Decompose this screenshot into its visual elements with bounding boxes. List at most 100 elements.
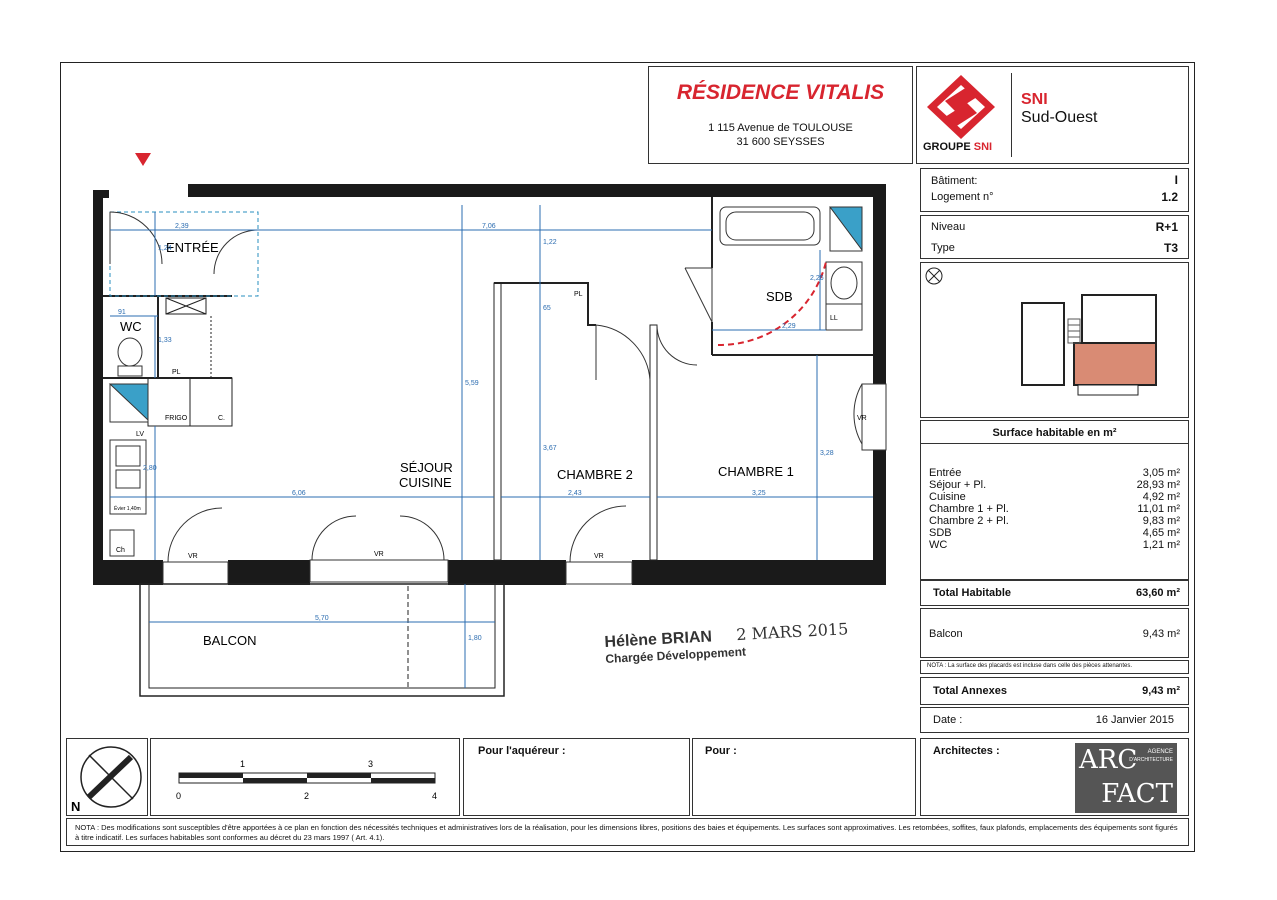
label-vr-1: VR [188, 553, 198, 560]
logement-label: Logement n° [931, 191, 994, 203]
dim-label: 65 [543, 305, 551, 312]
date-value: 16 Janvier 2015 [1095, 714, 1174, 726]
outer-walls [93, 184, 886, 585]
dim-label: 5,70 [315, 615, 329, 622]
surface-value: 3,05 m² [1142, 467, 1180, 479]
annexes-value: 9,43 m² [1142, 685, 1180, 697]
logo-divider [1011, 73, 1012, 157]
label-c: C. [218, 415, 225, 422]
dim-label: 2,39 [175, 223, 189, 230]
surface-nota-box: NOTA : La surface des placards est inclu… [920, 660, 1189, 674]
surface-value: 4,92 m² [1142, 491, 1180, 503]
label-pl-chambre: PL [574, 291, 583, 298]
architectes-label: Architectes : [933, 745, 1000, 757]
arcfact-logo: ARC AGENCE D'ARCHITECTURE FACT [1075, 743, 1177, 813]
balcon-label: Balcon [929, 628, 963, 640]
keyplan-icon [1021, 294, 1157, 396]
room-wc: WC [120, 319, 142, 334]
dim-label: 2,43 [568, 490, 582, 497]
acquereur-label: Pour l'aquéreur : [478, 745, 566, 757]
logo-sni: SNI [1021, 91, 1048, 108]
room-sdb: SDB [766, 289, 793, 304]
room-chambre2: CHAMBRE 2 [557, 467, 633, 482]
arcfact-logo-sub2: D'ARCHITECTURE [1129, 757, 1173, 763]
pour-box: Pour : [692, 738, 916, 816]
label-vr-2: VR [374, 551, 384, 558]
dim-label: 91 [118, 309, 126, 316]
entrance-marker-icon [135, 153, 151, 166]
window-frames [162, 383, 887, 585]
keyplan-compass-icon [925, 267, 943, 285]
surface-label: Cuisine [929, 491, 966, 503]
residence-name: RÉSIDENCE VITALIS [676, 81, 885, 104]
logement-value: 1.2 [1161, 190, 1178, 204]
dim-label: 1,22 [543, 239, 557, 246]
scale-label: 2 [304, 791, 309, 801]
surface-label: Chambre 1 + Pl. [929, 503, 1009, 515]
scale-label: 1 [240, 759, 245, 769]
compass-n: N [71, 799, 80, 814]
batiment-value: I [1174, 173, 1178, 187]
room-sejour: SÉJOUR [400, 460, 453, 475]
balcon-box: Balcon 9,43 m² [920, 608, 1189, 658]
surface-value: 11,01 m² [1137, 503, 1180, 515]
footer-nota: NOTA : Des modifications sont susceptibl… [75, 823, 1178, 842]
arcfact-logo-sub1: AGENCE [1147, 749, 1173, 755]
annexes-box: Total Annexes 9,43 m² [920, 677, 1189, 705]
architectes-box: Architectes : ARC AGENCE D'ARCHITECTURE … [920, 738, 1189, 816]
label-vr-3: VR [594, 553, 604, 560]
surface-label: WC [929, 539, 948, 551]
surface-nota: NOTA : La surface des placards est inclu… [927, 663, 1133, 669]
logo-group-text: GROUPE SNI [923, 141, 992, 153]
balcony [139, 583, 505, 697]
surface-row: Chambre 1 + Pl. 11,01 m² [929, 503, 1180, 515]
type-label: Type [931, 242, 955, 254]
floor-plan: ENTRÉE WC SÉJOUR CUISINE CHAMBRE 2 CHAMB… [93, 153, 887, 697]
label-ch: Ch [116, 547, 125, 554]
type-value: T3 [1163, 241, 1178, 255]
scale-label: 0 [176, 791, 181, 801]
dim-label: 3,25 [752, 490, 766, 497]
scale-box: 1 3 0 2 4 [150, 738, 460, 816]
label-frigo: FRIGO [165, 415, 188, 422]
dim-label: 2,80 [143, 465, 157, 472]
date-label: Date : [933, 714, 963, 726]
date-box: Date : 16 Janvier 2015 [920, 707, 1189, 733]
surfaces-heading: Surface habitable en m² [992, 427, 1117, 439]
acquereur-box: Pour l'aquéreur : [463, 738, 690, 816]
total-habitable-box: Total Habitable 63,60 m² [920, 580, 1189, 606]
annexes-label: Total Annexes [933, 685, 1007, 697]
surface-value: 1,21 m² [1142, 539, 1180, 551]
arcfact-logo-fact: FACT [1101, 779, 1173, 809]
dim-label: 1,33 [158, 337, 172, 344]
bath-fixtures [719, 206, 863, 331]
surface-label: SDB [929, 527, 952, 539]
dimension-lines [110, 205, 873, 688]
niveau-box: Niveau R+1 Type T3 [920, 215, 1189, 259]
dim-label: 3,67 [543, 445, 557, 452]
sni-logo-icon [927, 75, 995, 139]
compass-box: N [66, 738, 148, 816]
surface-row: WC 1,21 m² [929, 539, 1180, 551]
address-line2: 31 600 SEYSSES [736, 136, 825, 148]
surface-value: 9,83 m² [1142, 515, 1180, 527]
sdb-door-arc [717, 261, 827, 347]
dim-label: 5,59 [465, 380, 479, 387]
niveau-value: R+1 [1155, 220, 1178, 234]
dim-label: 3,28 [820, 450, 834, 457]
surface-row: Séjour + Pl.28,93 m² [929, 479, 1180, 491]
scale-bar: 1 3 0 2 4 [176, 759, 437, 801]
address-line1: 1 115 Avenue de TOULOUSE [708, 122, 853, 134]
room-balcon: BALCON [203, 633, 256, 648]
balcon-value: 9,43 m² [1142, 628, 1180, 640]
label-vr-4: VR [857, 415, 867, 422]
dim-label: 1,24 [158, 245, 172, 252]
dim-label: 2,26 [810, 275, 824, 282]
surface-label: Séjour + Pl. [929, 479, 987, 491]
batiment-box: Bâtiment: I Logement n° 1.2 [920, 168, 1189, 212]
surface-row: Cuisine 4,92 m² [929, 491, 1180, 503]
